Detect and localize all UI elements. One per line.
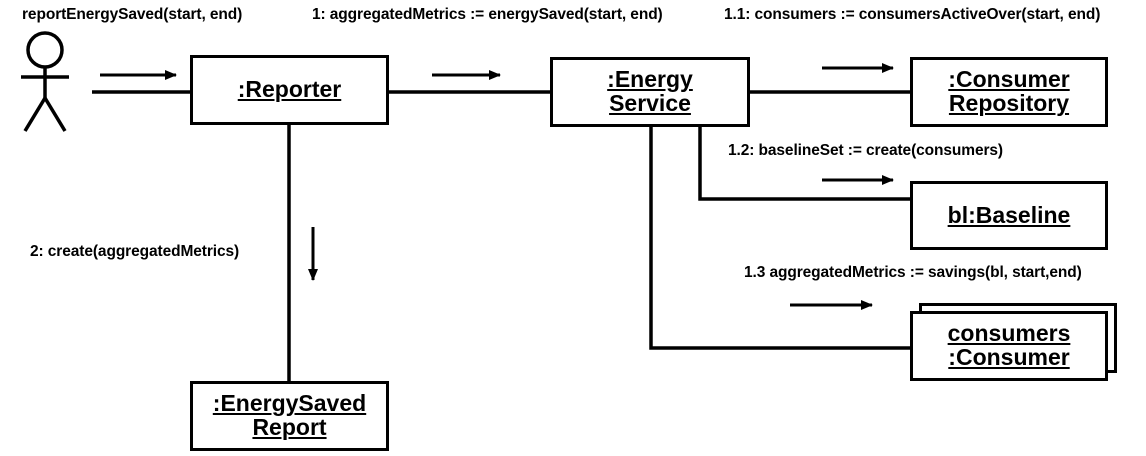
actor-icon [21,31,69,132]
object-energy-saved-report[interactable]: :EnergySaved Report [190,381,389,451]
object-reporter[interactable]: :Reporter [190,55,389,125]
object-baseline-label-line-1: bl:Baseline [947,201,1071,228]
object-energy-service[interactable]: :Energy Service [550,57,750,127]
object-consumers-consumer-label-line-1: consumers [947,320,1071,347]
object-consumer-repository[interactable]: :Consumer Repository [910,57,1108,127]
object-energy-saved-report-label-line-2: Report [252,414,327,440]
message-label-1-1: 1.1: consumers := consumersActiveOver(st… [724,6,1101,23]
message-label-2: 2: create(aggregatedMetrics) [30,243,240,260]
object-energy-service-label-line-1: :Energy [607,66,693,93]
message-label-1-3: 1.3 aggregatedMetrics := savings(bl, sta… [744,264,1082,281]
object-energy-service-label-line-2: Service [609,90,691,116]
message-label-1: 1: aggregatedMetrics := energySaved(star… [312,6,663,23]
message-label-report-energy-saved: reportEnergySaved(start, end) [22,6,243,23]
object-baseline[interactable]: bl:Baseline [910,181,1108,250]
link-energy-service-consumers [649,126,912,350]
object-consumers-consumer-label-line-2: :Consumer [948,344,1070,370]
object-consumers-consumer[interactable]: consumers :Consumer [910,311,1108,381]
message-label-1-2: 1.2: baselineSet := create(consumers) [728,142,1003,159]
object-consumer-repository-label-line-2: Repository [948,90,1070,116]
object-reporter-label-line-1: :Reporter [237,76,342,103]
object-consumer-repository-label-line-1: :Consumer [948,66,1070,93]
object-energy-saved-report-label-line-1: :EnergySaved [212,390,367,417]
link-energy-service-baseline [698,126,912,201]
